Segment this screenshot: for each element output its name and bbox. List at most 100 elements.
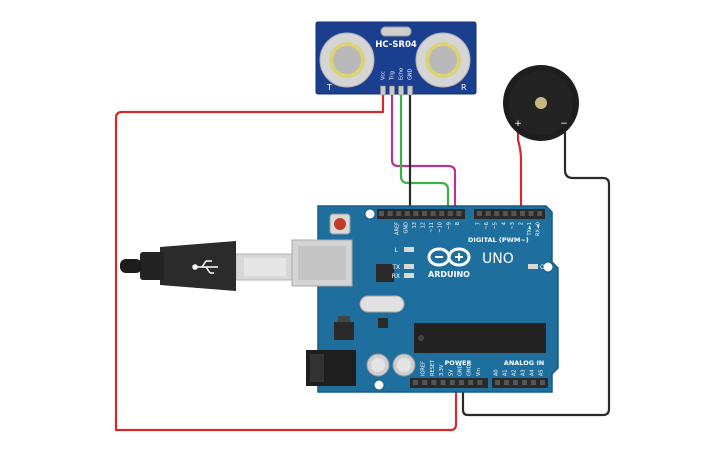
wire-black-buzzer[interactable]: [461, 126, 611, 417]
header-socket[interactable]: [387, 211, 393, 216]
digital-label: DIGITAL (PWM~): [468, 236, 529, 244]
arduino-brand: ARDUINO: [428, 270, 470, 279]
buzzer-minus-label: −: [560, 119, 568, 129]
header-socket[interactable]: [513, 380, 518, 385]
header-socket[interactable]: [431, 380, 437, 385]
usb-boot: [140, 252, 164, 280]
header-socket[interactable]: [477, 380, 483, 385]
analog-pin-label: A4: [530, 369, 536, 376]
mount-hole: [373, 379, 385, 391]
power-label: POWER: [445, 359, 472, 367]
digital-header-block-2: [474, 209, 545, 219]
power-pin-label: IOREF: [421, 361, 427, 376]
wire-green-echo[interactable]: [399, 92, 450, 216]
usb-icon: [192, 260, 218, 274]
header-socket[interactable]: [422, 380, 428, 385]
digital-pin-label: 4: [501, 222, 507, 225]
power-header: [410, 378, 488, 388]
header-socket[interactable]: [485, 211, 491, 216]
header-socket[interactable]: [540, 380, 545, 385]
arduino-uno-board[interactable]: L TX RX ON ARDUINO UNO DIGITAL (PWM~) PO…: [291, 205, 559, 393]
digital-pin-label: ~5: [493, 222, 499, 229]
crystal-oscillator: [359, 295, 405, 313]
header-socket[interactable]: [459, 380, 464, 385]
mount-hole: [364, 208, 376, 220]
power-pin-label: 5V: [448, 369, 454, 376]
header-socket[interactable]: [440, 380, 446, 385]
header-socket[interactable]: [456, 211, 462, 216]
sensor-crystal: [380, 26, 412, 37]
header-socket[interactable]: [449, 380, 455, 385]
wire-magenta-trig[interactable]: [390, 92, 457, 216]
analog-label: ANALOG IN: [504, 359, 544, 367]
digital-pin-label: AREF: [395, 222, 401, 235]
header-socket[interactable]: [396, 211, 402, 216]
analog-pin-label: A2: [512, 369, 518, 376]
header-socket[interactable]: [495, 380, 500, 385]
digital-pin-label: ~3: [510, 222, 516, 229]
header-socket[interactable]: [430, 211, 436, 216]
sensor-pin[interactable]: [389, 85, 395, 96]
wire-red-buzzer[interactable]: [516, 126, 523, 216]
header-socket[interactable]: [511, 211, 517, 216]
analog-header: [492, 378, 548, 388]
on-label: ON: [540, 264, 549, 271]
analog-pin-label: A1: [503, 369, 509, 376]
power-pin-label: GND: [467, 364, 473, 376]
analog-pin-label: A3: [521, 369, 527, 376]
sensor-pin[interactable]: [398, 85, 404, 96]
arduino-logo: [427, 247, 471, 267]
digital-pin-label: 8: [455, 222, 461, 225]
digital-pin-label: ~11: [429, 222, 435, 233]
digital-pin-label: ~10: [438, 222, 444, 233]
wires: [114, 92, 611, 432]
header-socket[interactable]: [502, 211, 508, 216]
header-socket[interactable]: [531, 380, 536, 385]
power-pin-label: Vin: [476, 368, 482, 376]
power-pin-label: 3.3V: [439, 364, 445, 376]
header-socket[interactable]: [413, 211, 419, 216]
digital-header: [377, 209, 545, 219]
indicator-leds: L TX RX ON: [391, 247, 549, 280]
digital-pin-label: 12: [421, 222, 427, 228]
sensor-pin-label: Trig: [390, 71, 396, 81]
digital-pin-label: GND: [403, 222, 409, 234]
reset-button[interactable]: [334, 218, 346, 230]
digital-pin-label: 13: [412, 222, 418, 228]
regulator: [334, 322, 354, 340]
header-socket[interactable]: [537, 211, 543, 216]
digital-pin-label: 7: [476, 222, 482, 225]
usb-cable[interactable]: [120, 241, 295, 291]
usb-cable-end: [120, 259, 142, 273]
wire-red-5v[interactable]: [114, 92, 458, 432]
header-socket[interactable]: [379, 211, 384, 216]
header-socket[interactable]: [422, 211, 427, 216]
header-socket[interactable]: [522, 380, 527, 385]
sensor-pin-label: Vcc: [381, 71, 387, 80]
led-tx-label: TX: [391, 264, 400, 271]
digital-pin-label: ~6: [484, 222, 490, 229]
usb-plug-body: [160, 241, 236, 291]
header-socket[interactable]: [447, 211, 453, 216]
analog-pin-label: A0: [494, 369, 500, 376]
header-socket[interactable]: [404, 211, 410, 216]
header-socket[interactable]: [494, 211, 500, 216]
sensor-pin[interactable]: [380, 85, 386, 96]
digital-header-block-1: [377, 209, 465, 219]
header-socket[interactable]: [439, 211, 445, 216]
header-socket[interactable]: [528, 211, 534, 216]
header-socket[interactable]: [413, 380, 418, 385]
power-header-block: [410, 378, 488, 388]
header-socket[interactable]: [477, 211, 482, 216]
header-socket[interactable]: [520, 211, 525, 216]
header-socket[interactable]: [504, 380, 509, 385]
sensor-pin[interactable]: [407, 85, 413, 96]
header-socket[interactable]: [468, 380, 474, 385]
analog-pin-label: A5: [539, 369, 545, 376]
digital-pin-label: ~9: [446, 222, 452, 229]
piezo-buzzer[interactable]: + −: [503, 65, 579, 141]
